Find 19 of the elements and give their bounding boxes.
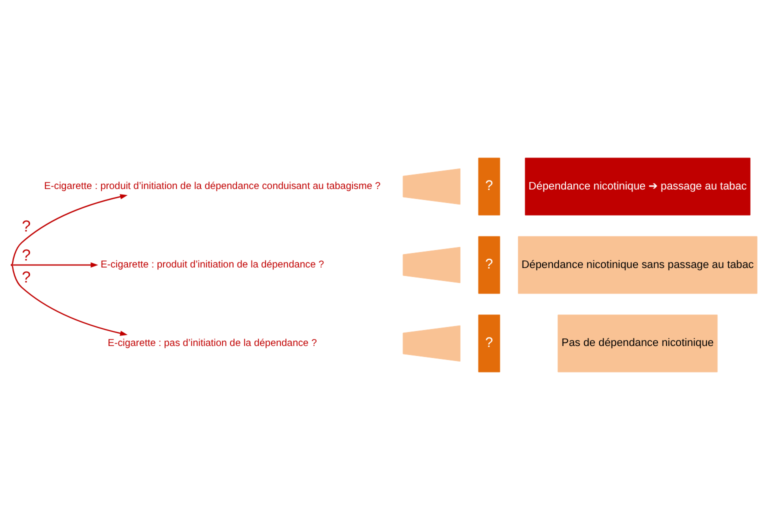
edge-label: ?	[22, 247, 31, 264]
edge-label: ?	[22, 218, 31, 236]
arrow	[12, 266, 128, 336]
node-box: ?	[478, 158, 500, 216]
node-box: ?	[478, 236, 500, 294]
node-trapezoid	[402, 168, 460, 205]
node-point	[10, 264, 13, 266]
node-trapezoid	[402, 246, 460, 284]
node-box: ?	[478, 314, 500, 372]
node-text: E-cigarette : pas d’initiation de la dépendance ?	[108, 338, 317, 349]
arrow	[12, 262, 98, 268]
node-trapezoid	[402, 325, 460, 362]
node-box: Pas de dépendance nicotinique	[558, 314, 718, 372]
node-box: Dépendance nicotinique ➔ passage au tabac	[524, 158, 750, 216]
node-box: Dépendance nicotinique sans passage au tabac	[518, 236, 758, 294]
node-text: E-cigarette : produit d’initiation de la dépendance conduisant au tabagisme ?	[44, 181, 381, 192]
node-text: E-cigarette : produit d’initiation de la dépendance ?	[100, 259, 324, 270]
arrow	[12, 194, 128, 264]
edge-label: ?	[22, 270, 31, 287]
